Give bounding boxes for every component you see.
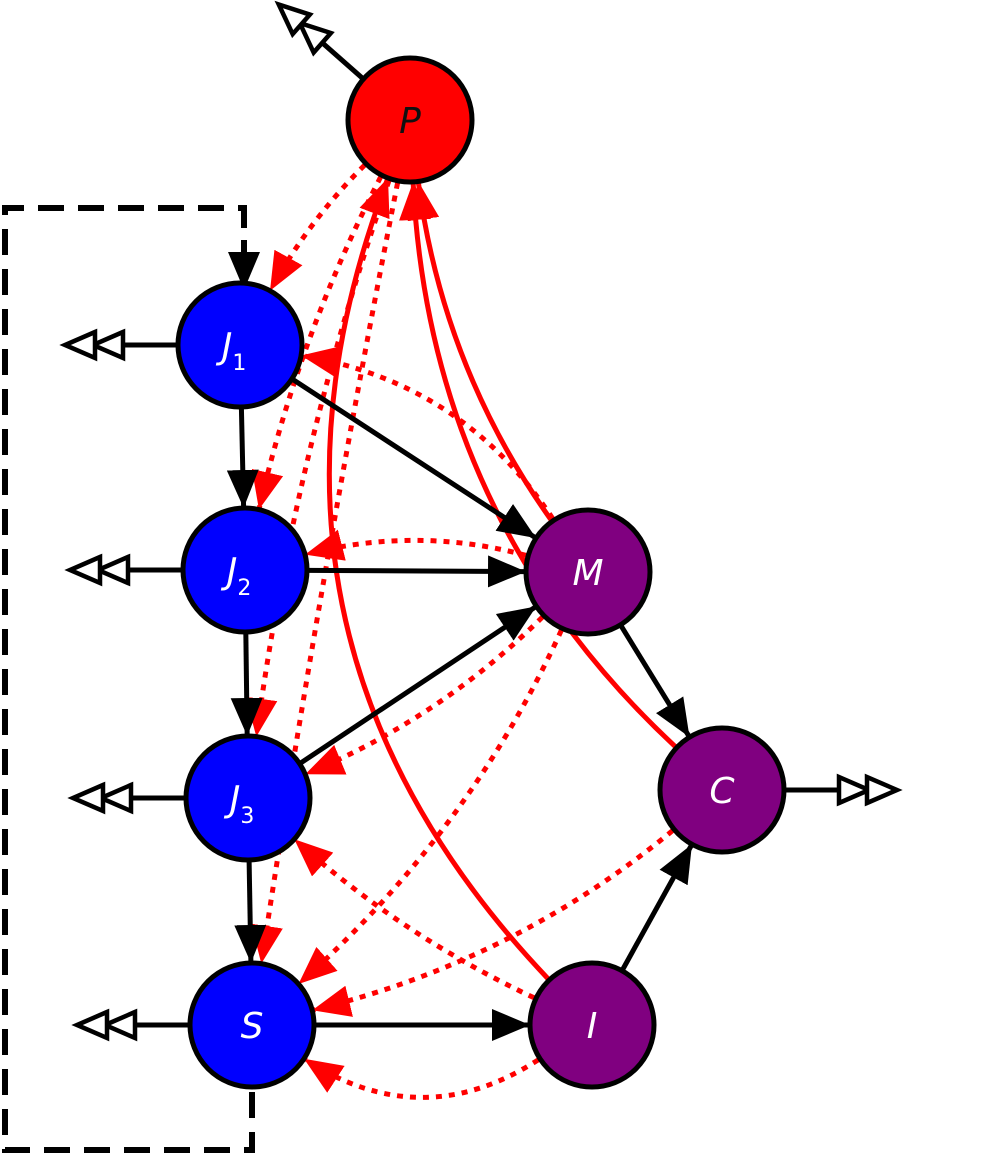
feedback-edge-dotted-m-to-j2 <box>305 529 527 561</box>
group-boundary <box>2 205 255 1153</box>
loss-arrow-s <box>71 1008 190 1042</box>
node-j2: J2 <box>180 505 310 635</box>
loss-arrow-j1 <box>59 328 178 362</box>
feedback-edge-dotted-i-to-j3 <box>294 838 536 1001</box>
node-j3: J3 <box>183 733 313 863</box>
flow-edge-j2-to-j3 <box>230 631 263 737</box>
node-i-circle <box>527 960 657 1090</box>
loss-arrow-j2 <box>64 553 183 587</box>
node-j1-circle <box>175 280 305 410</box>
node-j2-circle <box>180 505 310 635</box>
node-p-circle <box>345 55 475 185</box>
node-s-label: S <box>241 1006 264 1047</box>
flow-edges <box>226 376 694 1041</box>
node-m-label: M <box>572 553 603 594</box>
flow-edge-i-to-c <box>619 844 694 972</box>
feedback-edge-c-to-p <box>399 181 677 749</box>
node-i: I <box>527 960 657 1090</box>
feedback-edge-dotted-m-to-j3 <box>305 615 545 776</box>
solid-feedback-edges <box>326 177 677 981</box>
flow-edge-j3-to-s <box>234 859 267 964</box>
node-c-circle <box>657 725 787 855</box>
feedback-edge-dotted-p-to-j3 <box>245 179 392 737</box>
loss-arrow-c <box>784 773 903 807</box>
flow-edge-j2-to-m <box>306 555 527 588</box>
flow-edge-m-to-c <box>618 623 691 738</box>
feedback-edge-i-to-p <box>326 177 550 981</box>
node-j1: J1 <box>175 280 305 410</box>
node-p-label: P <box>399 101 421 142</box>
flow-edge-j3-to-m <box>298 605 537 766</box>
flow-edge-j1-to-m <box>290 376 537 540</box>
node-m: M <box>523 507 653 637</box>
node-p: P <box>345 55 475 185</box>
loss-arrow-p <box>274 0 366 81</box>
feedback-edge-m-to-p <box>407 181 554 522</box>
node-j3-circle <box>183 733 313 863</box>
node-s-circle <box>187 960 317 1090</box>
feedback-edge-dotted-c-to-s <box>312 828 675 1017</box>
feedback-edge-dotted-i-to-s <box>304 1057 540 1100</box>
node-c-label: C <box>709 771 735 812</box>
node-s: S <box>187 960 317 1090</box>
loss-arrow-j3 <box>67 781 186 815</box>
feedback-edge-dotted-m-to-s <box>298 629 564 985</box>
node-i-label: I <box>587 1006 598 1047</box>
node-m-circle <box>523 507 653 637</box>
loss-arrows <box>59 0 903 1042</box>
node-c: C <box>657 725 787 855</box>
feedback-edge-dotted-p-to-j1 <box>268 163 367 291</box>
flow-edge-j1-to-j2 <box>226 406 259 509</box>
